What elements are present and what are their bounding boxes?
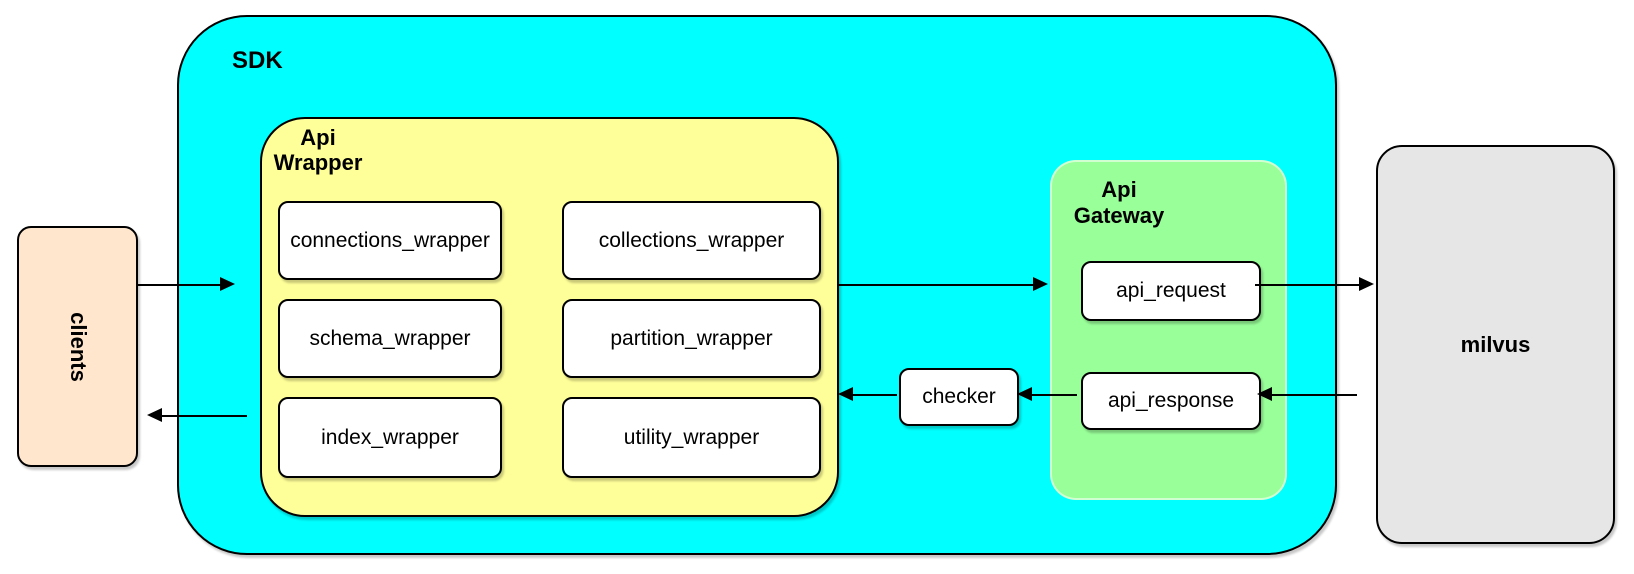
clients-label: clients xyxy=(65,311,91,382)
api-wrapper-label-line1: Api xyxy=(300,125,336,150)
module-index-wrapper: index_wrapper xyxy=(278,397,502,478)
arrow-response-to-checker xyxy=(1017,387,1077,401)
arrow-milvus-to-response xyxy=(1257,387,1357,401)
api-wrapper-label: Api Wrapper xyxy=(262,125,374,175)
module-connections-wrapper: connections_wrapper xyxy=(278,201,502,280)
api-wrapper-label-line2: Wrapper xyxy=(273,150,363,175)
milvus-node: milvus xyxy=(1376,145,1615,544)
module-utility-wrapper: utility_wrapper xyxy=(562,397,821,478)
api-request-node: api_request xyxy=(1081,261,1261,321)
api-response-node: api_response xyxy=(1081,372,1261,430)
arrow-clients-to-sdk xyxy=(138,277,235,291)
module-partition-wrapper: partition_wrapper xyxy=(562,299,821,378)
sdk-container: SDK Api Wrapper connections_wrapper coll… xyxy=(177,15,1337,555)
api-gateway-label-line2: Gateway xyxy=(1073,203,1165,228)
arrow-sdk-to-clients xyxy=(147,408,247,422)
api-wrapper-container: Api Wrapper connections_wrapper collecti… xyxy=(260,117,839,517)
arrow-request-to-milvus xyxy=(1255,277,1374,291)
checker-node: checker xyxy=(899,368,1019,426)
api-gateway-label-line1: Api xyxy=(1101,177,1137,202)
sdk-label: SDK xyxy=(232,47,283,74)
module-schema-wrapper: schema_wrapper xyxy=(278,299,502,378)
clients-node: clients xyxy=(17,226,138,467)
module-collections-wrapper: collections_wrapper xyxy=(562,201,821,280)
api-gateway-container: Api Gateway api_request api_response xyxy=(1050,160,1287,500)
api-gateway-label: Api Gateway xyxy=(1070,177,1168,229)
arrow-checker-to-wrapper xyxy=(838,387,897,401)
arrow-wrapper-to-gateway xyxy=(837,277,1048,291)
